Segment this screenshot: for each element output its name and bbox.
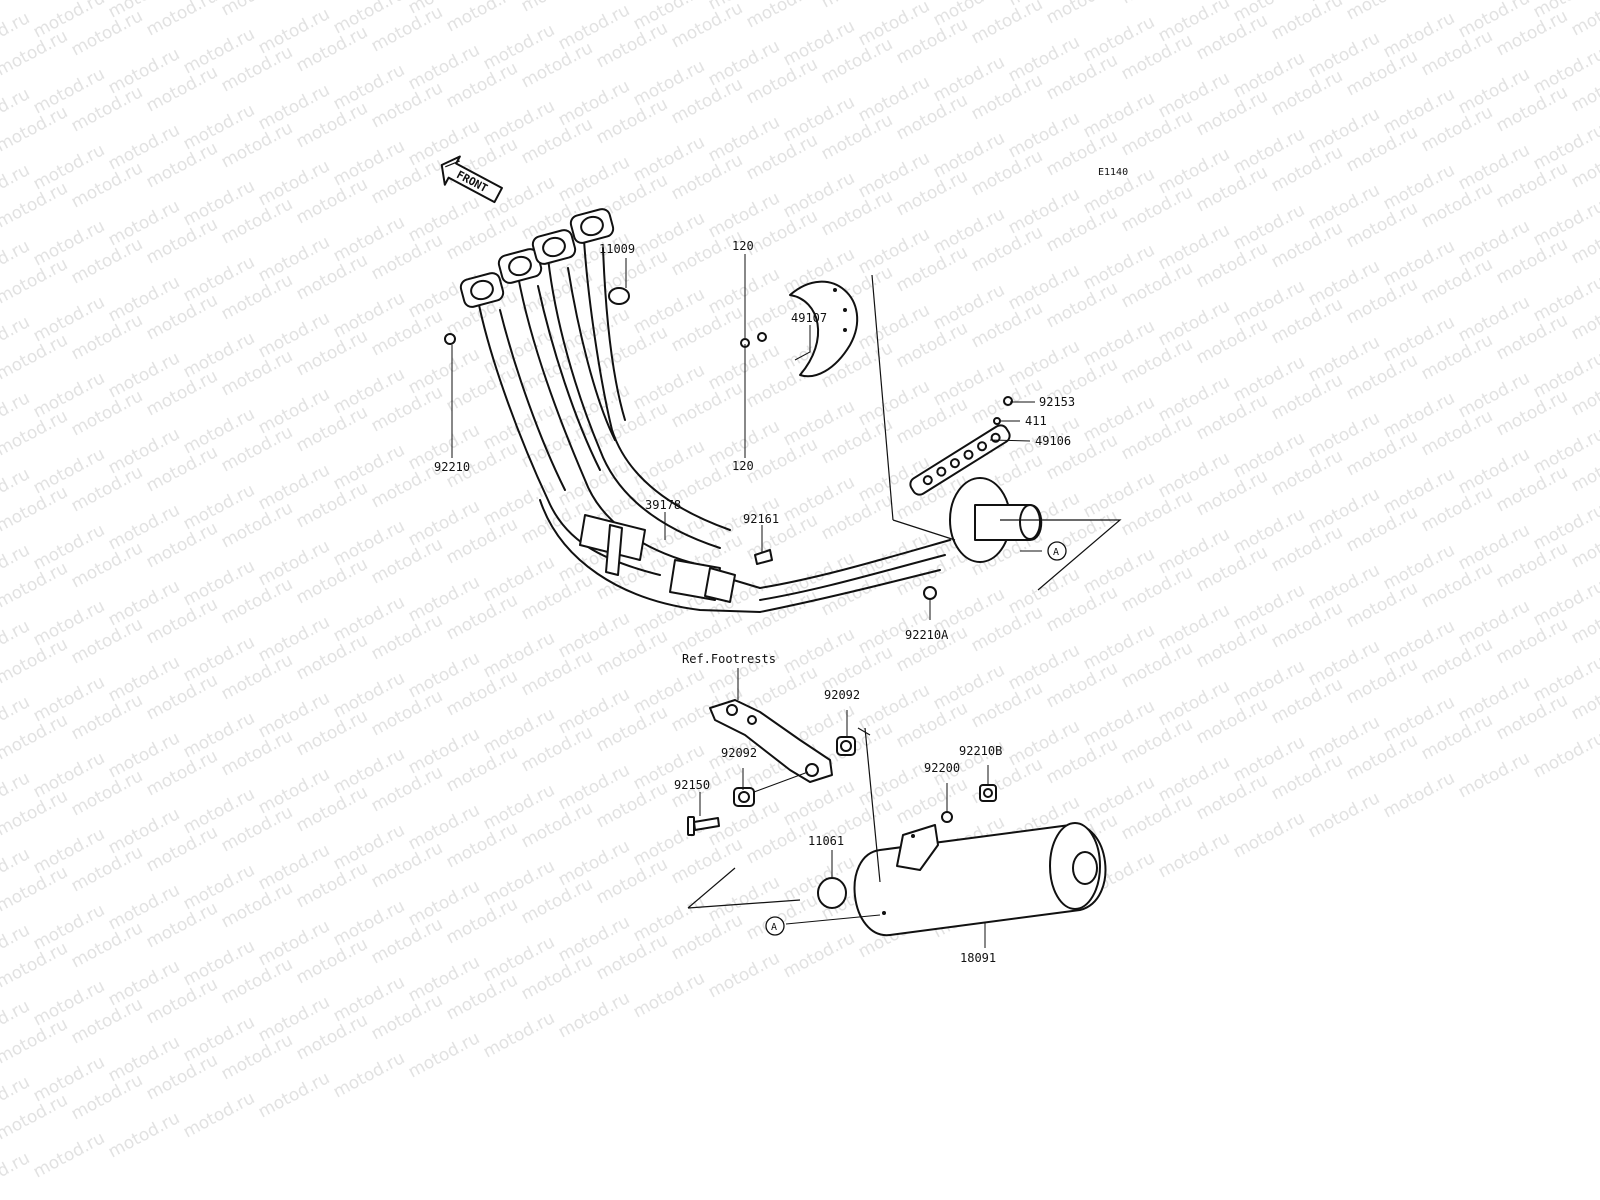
watermark-text: motod.ru: [1268, 0, 1346, 44]
label-120-bottom: 120: [732, 459, 754, 473]
watermark-text: motod.ru: [255, 1068, 333, 1122]
label-411: 411: [1025, 414, 1047, 428]
watermark-text: motod.ru: [330, 1048, 408, 1102]
watermark-text: motod.ru: [1230, 808, 1308, 862]
watermark-text: motod.ru: [630, 968, 708, 1022]
watermark-text: motod.ru: [1380, 768, 1458, 822]
watermark-text: motod.ru: [143, 0, 221, 40]
bolt-92153: [1003, 396, 1013, 406]
watermark-text: motod.ru: [1568, 0, 1600, 40]
nut-92210a: [923, 586, 937, 600]
svg-text:A: A: [1053, 547, 1059, 558]
watermark-text: motod.ru: [818, 0, 896, 12]
watermark-text: motod.ru: [180, 1088, 258, 1142]
label-92150: 92150: [674, 778, 710, 792]
label-92210: 92210: [434, 460, 470, 474]
bolt-92150: [687, 816, 720, 836]
label-120-top: 120: [732, 239, 754, 253]
bracket-outline: [871, 274, 894, 521]
watermark-text: motod.ru: [1418, 0, 1496, 4]
watermark-text: motod.ru: [1343, 0, 1421, 24]
label-92200: 92200: [924, 761, 960, 775]
footrest-bracket: [709, 699, 833, 783]
watermark-text: motod.ru: [1118, 0, 1196, 8]
washer-411: [993, 417, 1001, 425]
label-11061: 11061: [808, 834, 844, 848]
label-92153: 92153: [1039, 395, 1075, 409]
nut-92210: [444, 333, 456, 345]
washer-92200: [941, 811, 953, 823]
watermark-text: motod.ru: [105, 1108, 183, 1162]
watermark-text: motod.ru: [405, 1028, 483, 1082]
band-92161: [754, 549, 773, 565]
watermark-text: motod.ru: [0, 0, 71, 4]
watermark-text: motod.ru: [1455, 748, 1533, 802]
muffler-18091: [853, 822, 1107, 937]
label-92161: 92161: [743, 512, 779, 526]
label-92210a: 92210A: [905, 628, 949, 642]
watermark-text: motod.ru: [555, 988, 633, 1042]
exhaust-header-pipes: [459, 208, 1043, 613]
label-49106: 49106: [1035, 434, 1071, 448]
heat-shield-49106: [909, 424, 1011, 496]
watermark-text: motod.ru: [218, 0, 296, 20]
watermark-text: motod.ru: [0, 1148, 33, 1200]
ref-marker-a-lower: A: [765, 916, 785, 936]
leader-lines: [451, 254, 1035, 948]
label-11009: 11009: [599, 242, 635, 256]
collar-92092-lower: [733, 787, 755, 807]
gasket-11061: [817, 877, 847, 909]
label-18091: 18091: [960, 951, 996, 965]
assembly-lines: [687, 519, 1122, 909]
label-92210b: 92210B: [959, 744, 1002, 758]
watermark-text: motod.ru: [1530, 728, 1600, 782]
watermark-text: motod.ru: [30, 1128, 108, 1182]
watermark-text: motod.ru: [1043, 0, 1121, 28]
label-92092-lower: 92092: [721, 746, 757, 760]
label-92092-upper: 92092: [824, 688, 860, 702]
watermark-text: motod.ru: [518, 0, 596, 16]
label-49107: 49107: [791, 311, 827, 325]
label-39178: 39178: [645, 498, 681, 512]
ref-marker-a-upper: A: [1047, 541, 1067, 561]
watermark-text: motod.ru: [1155, 828, 1233, 882]
watermark-text: motod.ru: [1305, 788, 1383, 842]
watermark-text: motod.ru: [705, 948, 783, 1002]
watermark-text: motod.ru: [743, 0, 821, 32]
gasket-11009: [608, 287, 630, 305]
collar-92092-upper: [836, 736, 856, 756]
watermark-text: motod.ru: [480, 1008, 558, 1062]
svg-text:A: A: [771, 922, 777, 933]
nut-92210b: [979, 784, 997, 802]
label-ref-footrests: Ref.Footrests: [682, 652, 776, 666]
watermark-text: motod.ru: [443, 0, 521, 36]
diagram-code: E1140: [1098, 167, 1128, 178]
heat-cover-49107: [740, 280, 859, 378]
watermark-text: motod.ru: [780, 928, 858, 982]
